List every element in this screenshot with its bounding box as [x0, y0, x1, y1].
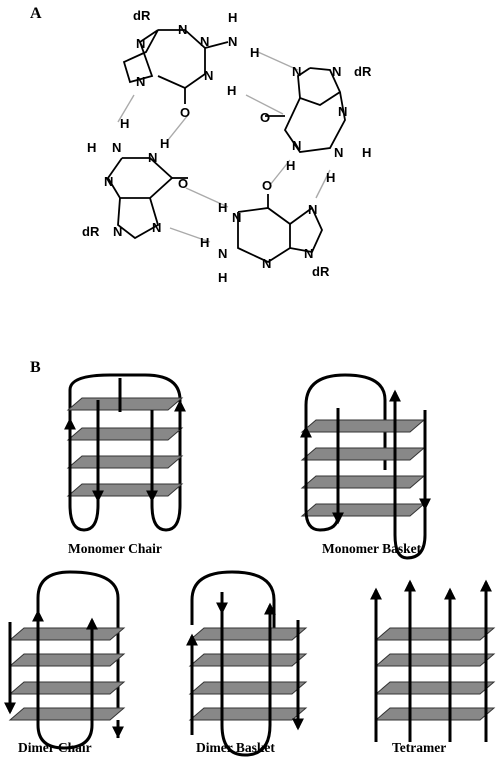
label-h: H — [218, 200, 227, 215]
label-dr: dR — [354, 64, 372, 79]
guanine-left — [106, 157, 188, 240]
label-n: N — [334, 145, 343, 160]
label-o: O — [178, 176, 188, 191]
label-n: N — [113, 224, 122, 239]
caption-monomer-chair: Monomer Chair — [68, 541, 162, 556]
label-h: H — [120, 116, 129, 131]
panel-a-label: A — [30, 5, 42, 22]
guanine-top — [122, 29, 229, 104]
label-n: N — [232, 210, 241, 225]
label-h: H — [250, 45, 259, 60]
label-h: H — [200, 235, 209, 250]
monomer-chair-diagram: Monomer Chair — [64, 373, 186, 556]
label-h: H — [87, 140, 96, 155]
label-n: N — [104, 174, 113, 189]
label-n: N — [112, 140, 121, 155]
label-dr: dR — [133, 8, 151, 23]
atom-labels: dR N N N N H H N H N O N N dR O N N H N … — [82, 8, 372, 285]
label-n: N — [292, 64, 301, 79]
label-n: N — [304, 246, 313, 261]
caption-tetramer: Tetramer — [392, 740, 446, 755]
label-n: N — [228, 34, 237, 49]
label-n: N — [338, 104, 347, 119]
hydrogen-bonds — [117, 51, 331, 243]
caption-dimer-basket: Dimer Basket — [196, 740, 275, 755]
label-h: H — [228, 10, 237, 25]
label-h: H — [362, 145, 371, 160]
label-h: H — [218, 270, 227, 285]
monomer-basket-diagram: Monomer Basket — [300, 373, 431, 560]
caption-dimer-chair: Dimer Chair — [18, 740, 92, 755]
label-n: N — [148, 150, 157, 165]
label-n: N — [332, 64, 341, 79]
tetramer-diagram: Tetramer — [370, 579, 496, 755]
dimer-basket-diagram: Dimer Basket — [186, 570, 308, 757]
label-n: N — [178, 22, 187, 37]
label-n: N — [136, 36, 145, 51]
guanine-bottom — [237, 194, 323, 264]
label-n: N — [308, 202, 317, 217]
panel-b-label: B — [30, 359, 41, 376]
caption-monomer-basket: Monomer Basket — [322, 541, 422, 556]
label-dr: dR — [82, 224, 100, 239]
label-n: N — [292, 138, 301, 153]
label-n: N — [218, 246, 227, 261]
label-h: H — [326, 170, 335, 185]
label-n: N — [152, 220, 161, 235]
label-n: N — [204, 68, 213, 83]
label-dr: dR — [312, 264, 330, 279]
label-o: O — [260, 110, 270, 125]
label-n: N — [200, 34, 209, 49]
dimer-chair-diagram: Dimer Chair — [3, 570, 126, 755]
label-h: H — [286, 158, 295, 173]
label-o: O — [180, 105, 190, 120]
label-h: H — [160, 136, 169, 151]
label-n: N — [136, 74, 145, 89]
g-quartet-diagram: dR N N N N H H N H N O N N dR O N N H N … — [82, 8, 372, 285]
label-h: H — [227, 83, 236, 98]
label-n: N — [262, 256, 271, 271]
guanine-right — [265, 67, 346, 153]
label-o: O — [262, 178, 272, 193]
